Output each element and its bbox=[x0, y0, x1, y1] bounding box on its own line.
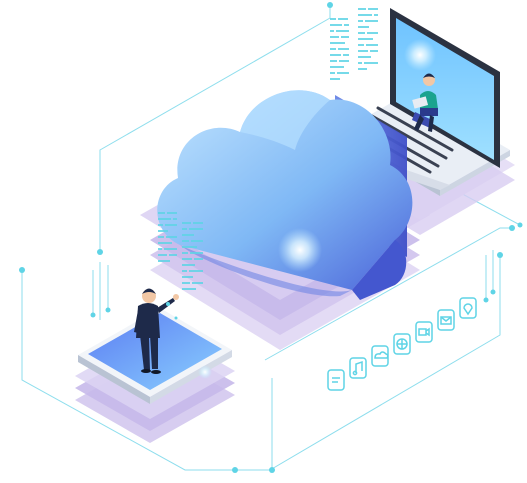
chat-icon bbox=[327, 369, 345, 391]
globe-icon bbox=[393, 333, 411, 355]
location-icon bbox=[459, 297, 477, 319]
cloud-icon bbox=[371, 345, 389, 367]
cloud-glow bbox=[278, 228, 322, 272]
person-tablet bbox=[134, 288, 179, 374]
circuit-nodes bbox=[19, 2, 523, 473]
data-panel-mid bbox=[158, 212, 203, 290]
icon-row bbox=[327, 297, 477, 391]
music-icon bbox=[349, 357, 367, 379]
mail-icon bbox=[437, 309, 455, 331]
video-icon bbox=[415, 321, 433, 343]
screen-glow bbox=[404, 39, 436, 71]
laptop bbox=[340, 8, 510, 196]
decor-dots bbox=[166, 302, 178, 320]
person-laptop bbox=[412, 73, 438, 132]
data-panel-top bbox=[330, 8, 378, 80]
cloud bbox=[157, 90, 413, 300]
